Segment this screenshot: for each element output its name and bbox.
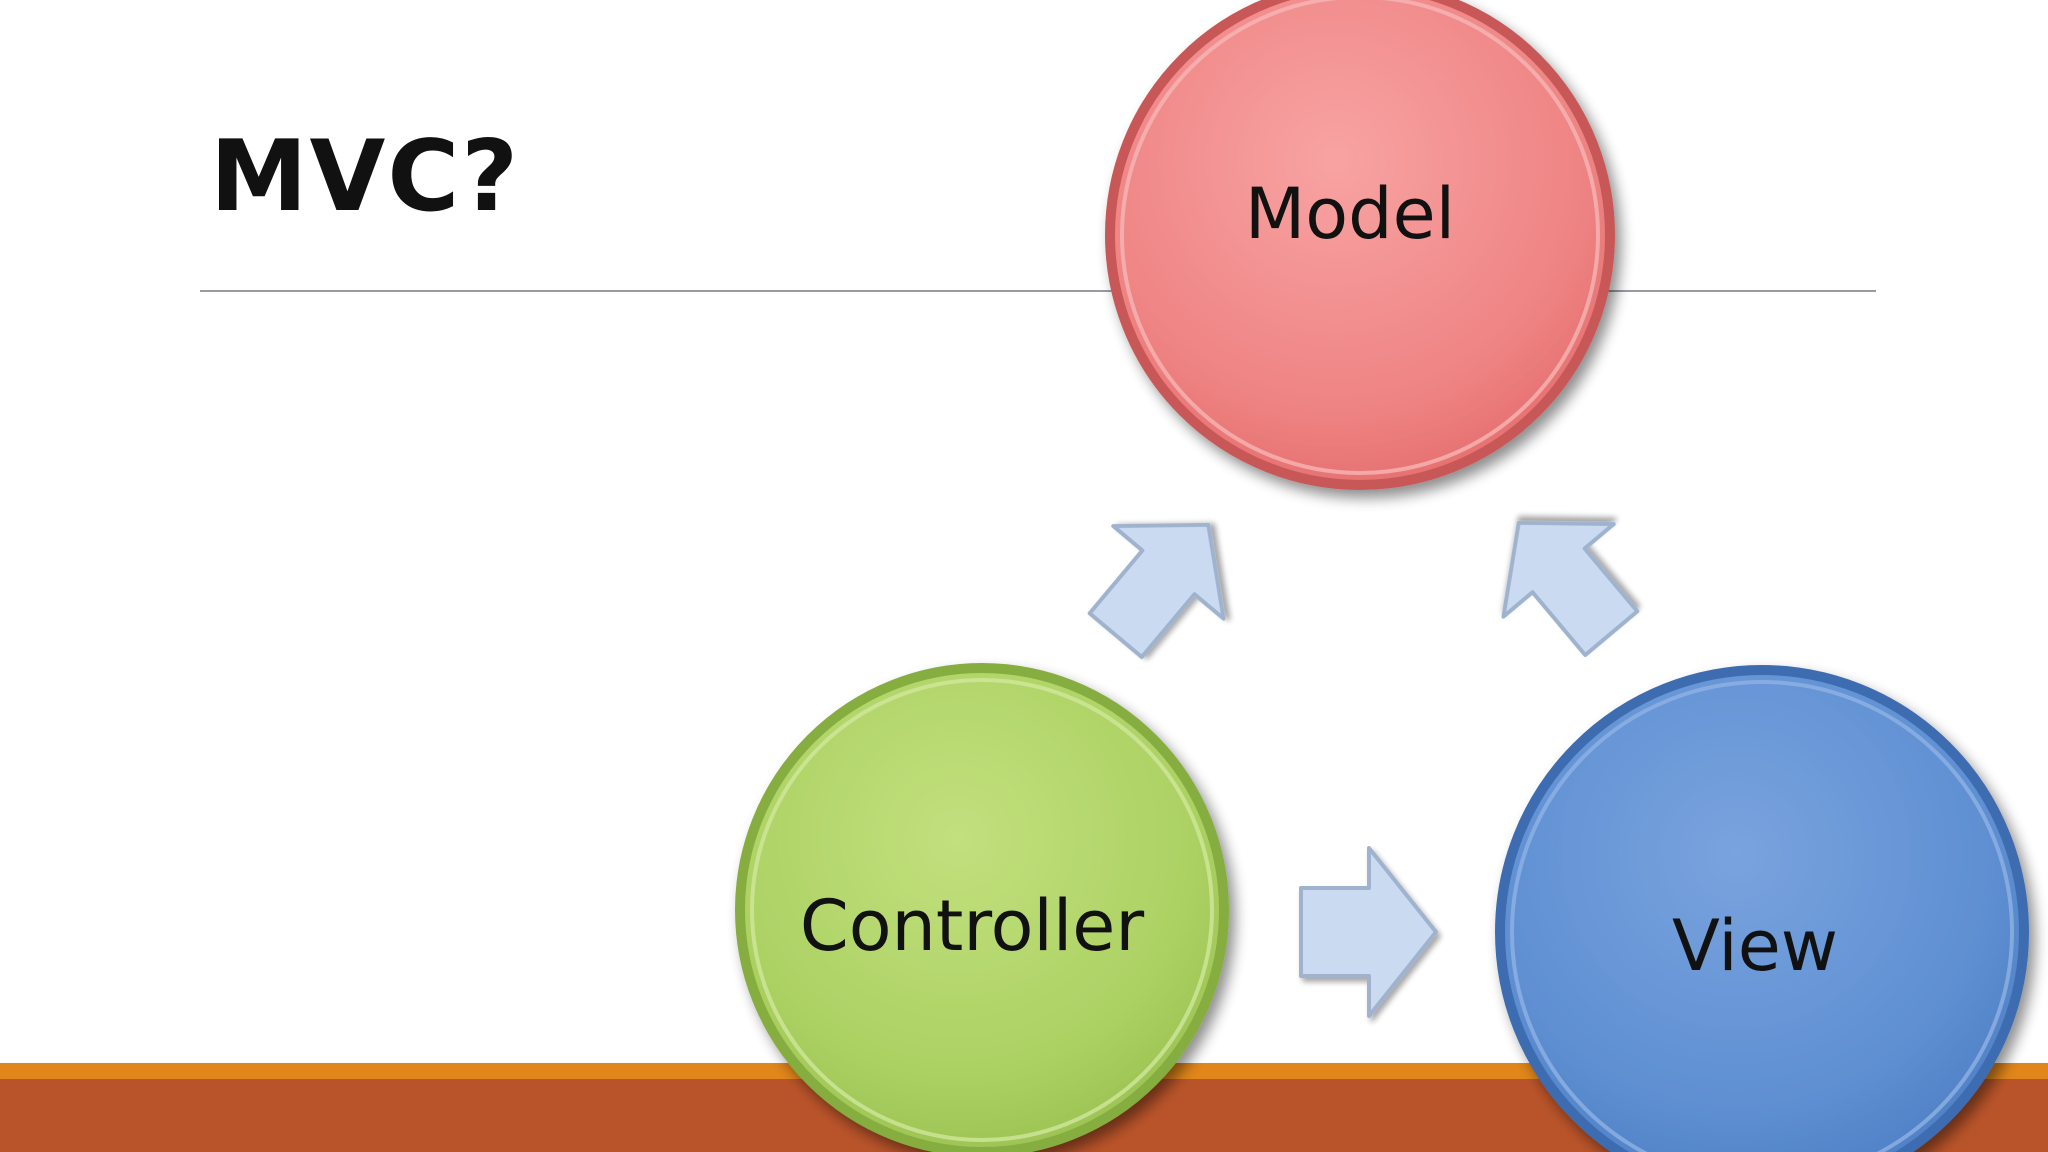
arrow-view-to-model (1501, 520, 1640, 658)
title-divider (200, 290, 1876, 292)
slide-title: MVC? (210, 120, 521, 234)
arrow-controller-to-view (1299, 846, 1438, 1018)
view-label: View (1672, 905, 1838, 987)
controller-label: Controller (800, 885, 1145, 967)
view-node (1495, 665, 2029, 1152)
model-label: Model (1245, 173, 1455, 255)
controller-node (735, 663, 1229, 1152)
arrow-controller-to-model (1087, 522, 1226, 660)
model-node (1105, 0, 1615, 490)
